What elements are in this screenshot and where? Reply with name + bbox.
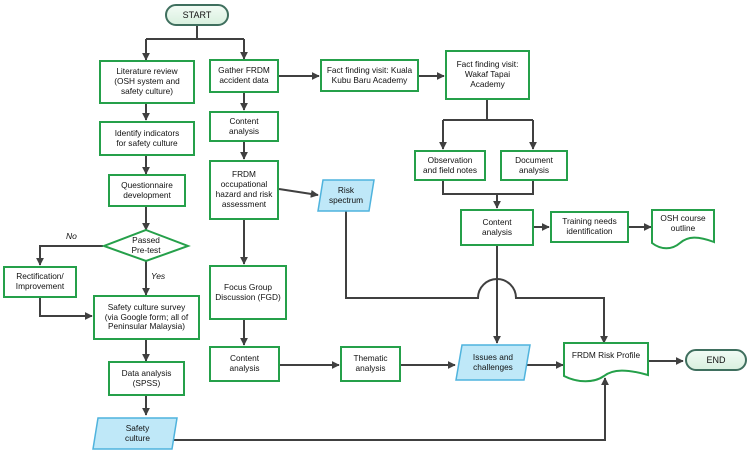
content-analysis-3-box: Content analysis [460, 209, 534, 246]
kkb-visit-box: Fact finding visit: Kuala Kubu Baru Acad… [320, 59, 419, 92]
focus-group-box: Focus Group Discussion (FGD) [209, 265, 287, 320]
gather-frdm-box: Gather FRDM accident data [209, 59, 279, 93]
issues-label: Issues and challenges [472, 351, 514, 372]
frdm-hazard-box: FRDM occupational hazard and risk assess… [209, 160, 279, 220]
arrow-risk-spectrum-to-risk-profile [345, 211, 608, 344]
document-analysis-box: Document analysis [500, 150, 568, 181]
survey-box: Safety culture survey (via Google form; … [93, 295, 200, 340]
risk-profile-label: FRDM Risk Profile [571, 350, 641, 361]
pretest-decision-diamond [101, 228, 191, 263]
thematic-analysis-box: Thematic analysis [340, 346, 401, 382]
yes-label: Yes [151, 271, 166, 281]
start-terminator: START [165, 4, 229, 26]
arrow-safety-culture-to-risk-profile [172, 377, 609, 441]
rectification-box: Rectification/ Improvement [3, 266, 77, 298]
no-label: No [66, 231, 77, 241]
risk-profile-shape [563, 342, 649, 383]
arrow-merge-right [497, 181, 534, 195]
safety-culture-shape [92, 417, 178, 450]
end-terminator: END [685, 349, 747, 371]
questionnaire-box: Questionnaire development [108, 174, 186, 207]
risk-spectrum-shape [317, 179, 375, 212]
arrow-merge-left [442, 181, 497, 195]
identify-indicators-box: Identify indicators for safety culture [99, 121, 195, 156]
arrow-frdm-hazard-to-risk-spectrum [278, 188, 319, 198]
issues-shape [455, 344, 531, 381]
pretest-decision-label: Passed Pre-test [131, 235, 161, 255]
training-needs-box: Training needs identification [550, 211, 629, 243]
arrow-pretest-no-to-rectification [36, 245, 103, 266]
connectors [36, 26, 684, 441]
data-analysis-box: Data analysis (SPSS) [108, 361, 185, 396]
content-analysis-2-box: Content analysis [209, 346, 280, 382]
osh-outline-shape [651, 209, 715, 250]
osh-outline-label: OSH course outline [660, 212, 706, 233]
risk-spectrum-label: Risk spectrum [328, 184, 364, 205]
literature-review-box: Literature review (OSH system and safety… [99, 60, 195, 104]
safety-culture-label: Safety culture [125, 422, 150, 443]
content-analysis-1-box: Content analysis [209, 111, 279, 142]
wt-visit-box: Fact finding visit: Wakaf Tapai Academy [445, 50, 530, 100]
arrow-rectification-to-survey [39, 298, 93, 320]
observation-box: Observation and field notes [414, 150, 486, 181]
